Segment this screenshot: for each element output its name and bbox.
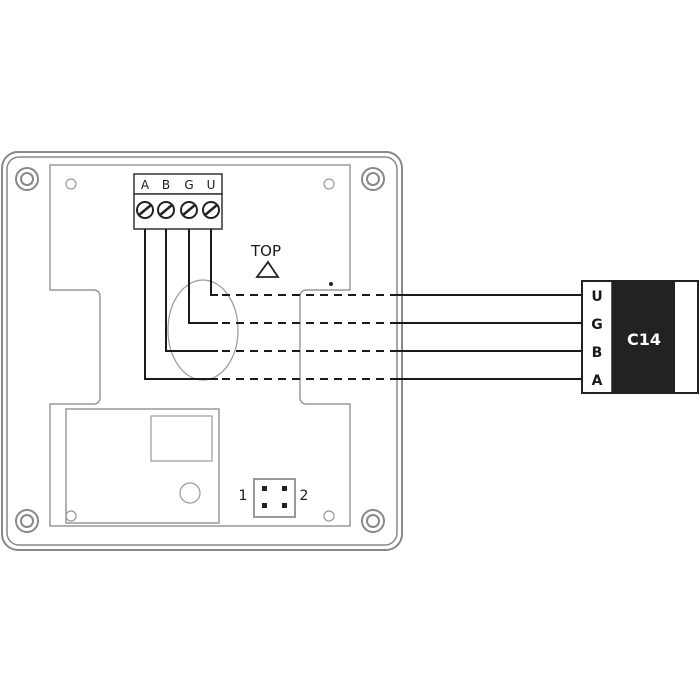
jumper-label-2: 2 [300,488,309,504]
connector-name: C14 [627,330,661,349]
connector-pin-u: U [591,289,602,305]
board-hole-bottom-left [65,510,77,522]
connector-pin-b: B [592,345,603,361]
connector-body [612,281,675,393]
board-hole-top-right [323,178,335,190]
top-arrow-icon [255,260,280,278]
circuit-board-outline [49,164,351,527]
board-hole-bottom-right [323,510,335,522]
wire-u-internal [210,229,218,296]
terminal-screw-a [136,201,154,219]
jumper-label-1: 1 [239,488,248,504]
reference-dot [329,282,333,286]
terminal-label-g: G [184,178,193,192]
terminal-label-u: U [207,178,216,192]
mounting-screws [15,167,385,533]
jumper-header: 1 2 [239,478,309,518]
wires-hidden [222,294,398,380]
board-hole-top-left [65,178,77,190]
screw-hole-top-right [361,167,385,191]
wire-b-internal [165,229,218,352]
c14-connector: C14 U G B A [581,280,699,394]
screw-hole-bottom-right [361,509,385,533]
jumper-pins [262,486,287,508]
module-block [65,408,220,524]
board-holes [65,178,335,522]
module-window [150,415,213,462]
terminal-label-a: A [141,178,150,192]
screw-hole-top-left [15,167,39,191]
top-indicator: TOP [250,242,281,278]
connector-pin-a: A [592,373,603,389]
jumper-outline [253,478,296,518]
terminal-screw-g [180,201,198,219]
top-label: TOP [250,242,281,260]
terminal-screw-u [202,201,220,219]
terminal-screw-b [157,201,175,219]
wire-g-internal [188,229,218,324]
wires-internal [144,229,218,380]
screw-hole-bottom-left [15,509,39,533]
connector-pin-g: G [591,317,603,333]
module-body [65,408,220,524]
wire-a-internal [144,229,218,380]
wires-external [398,294,582,380]
terminal-block: A B G U [133,173,223,230]
module-hole [179,482,201,504]
terminal-label-b: B [162,178,170,192]
